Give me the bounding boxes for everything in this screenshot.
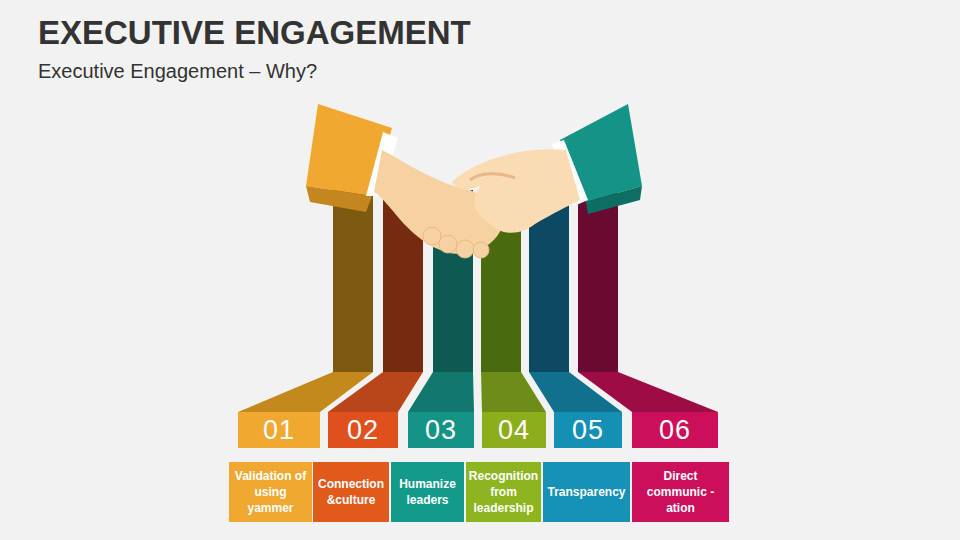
number-box: 04 bbox=[482, 412, 546, 448]
callout-number: 04 bbox=[498, 415, 530, 446]
reason-box: Connection &culture bbox=[313, 462, 389, 522]
reason-text: Recognition from leadership bbox=[469, 468, 538, 517]
callout-number: 02 bbox=[347, 415, 379, 446]
number-box: 05 bbox=[554, 412, 622, 448]
reason-box: Transparency bbox=[543, 462, 630, 522]
reason-text: Transparency bbox=[547, 484, 625, 500]
reason-text: Connection &culture bbox=[317, 476, 385, 508]
callout-number: 06 bbox=[659, 415, 691, 446]
finger bbox=[423, 227, 441, 245]
right-hand bbox=[452, 149, 580, 232]
floor-strip bbox=[578, 372, 718, 412]
subtitle: Executive Engagement – Why? bbox=[38, 60, 317, 83]
thumb-line bbox=[470, 174, 515, 180]
reason-text: Validation of using yammer bbox=[233, 468, 308, 517]
floor-strip bbox=[328, 372, 423, 412]
reason-box: Validation of using yammer bbox=[229, 462, 312, 522]
page-title: EXECUTIVE ENGAGEMENT bbox=[38, 14, 471, 52]
number-box: 02 bbox=[328, 412, 398, 448]
reason-box: Direct communic -ation bbox=[632, 462, 729, 522]
reason-text: Humanize leaders bbox=[395, 476, 460, 508]
floor-strip bbox=[408, 372, 474, 412]
reason-text: Direct communic -ation bbox=[636, 468, 725, 517]
callout-number: 03 bbox=[425, 415, 457, 446]
right-sleeve bbox=[586, 186, 642, 214]
column bbox=[333, 190, 373, 372]
callout-number: 05 bbox=[572, 415, 604, 446]
finger bbox=[456, 240, 474, 258]
finger bbox=[473, 242, 489, 258]
reason-box: Recognition from leadership bbox=[466, 462, 541, 522]
column bbox=[578, 190, 618, 372]
number-box: 03 bbox=[408, 412, 474, 448]
finger bbox=[439, 235, 457, 253]
number-box: 06 bbox=[632, 412, 718, 448]
number-box: 01 bbox=[238, 412, 320, 448]
left-sleeve bbox=[306, 186, 372, 212]
callout-number: 01 bbox=[263, 415, 295, 446]
reason-box: Humanize leaders bbox=[391, 462, 464, 522]
